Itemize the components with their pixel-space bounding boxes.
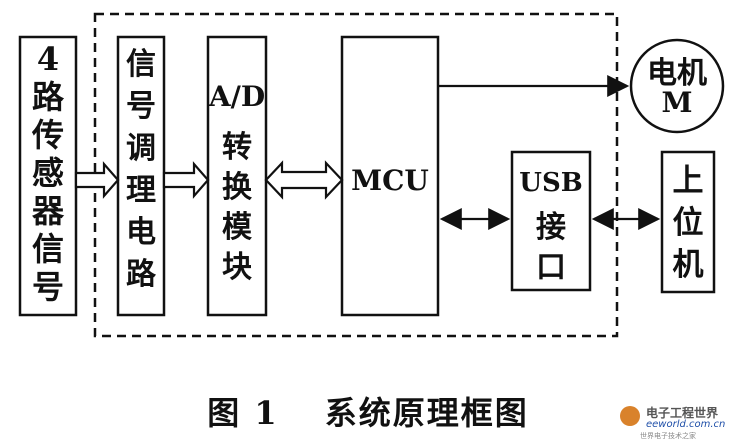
sensor-signal-label: 4 路 传 感 器 信 号 xyxy=(20,40,76,306)
controller-boundary xyxy=(93,12,619,338)
signal-conditioning-label: 信 号 调 理 电 路 xyxy=(118,44,164,296)
usb-label-char: 口 xyxy=(536,250,566,285)
sensor-signal-block xyxy=(18,35,78,317)
sensor-label-char: 传 xyxy=(31,116,64,154)
conditioning-label-char: 电 xyxy=(126,215,156,250)
host-computer-label: 上 位 机 xyxy=(662,160,714,286)
hollow-arrow-sensor-to-conditioning xyxy=(74,161,120,199)
host-label-char: 上 xyxy=(672,163,704,199)
motor-label: 电机 xyxy=(647,56,707,91)
hollow-arrow-conditioning-to-adc xyxy=(162,161,210,199)
conditioning-label-char: 号 xyxy=(126,89,156,124)
sensor-label-char: 4 xyxy=(36,40,60,78)
adc-label-char: 换 xyxy=(222,170,252,205)
conditioning-label-char: 理 xyxy=(126,173,156,208)
mcu-label: MCU xyxy=(351,164,429,197)
sensor-label-char: 器 xyxy=(31,192,64,230)
hollow-biarrow-adc-mcu xyxy=(264,160,344,200)
sensor-label-char: 号 xyxy=(31,268,64,306)
motor-circle xyxy=(629,38,725,134)
motor-symbol: M xyxy=(661,86,693,119)
adc-title: A/D xyxy=(208,80,266,113)
adc-label-char: 转 xyxy=(222,130,252,165)
adc-label-char: 块 xyxy=(222,250,252,285)
usb-interface-block xyxy=(510,150,592,292)
conditioning-label-char: 调 xyxy=(126,131,156,166)
figure-title: 系统原理框图 xyxy=(324,394,529,432)
watermark-url: eeworld.com.cn xyxy=(646,419,726,430)
usb-interface-label: 接 口 xyxy=(512,208,590,288)
figure-caption: 图 1 系统原理框图 xyxy=(0,388,736,434)
adc-module-block xyxy=(206,35,268,317)
watermark-name: 电子工程世界 xyxy=(646,406,719,420)
watermark-tagline: 世界电子技术之家 xyxy=(640,432,696,440)
sensor-label-char: 感 xyxy=(31,154,64,192)
adc-module-label: 转 换 模 块 xyxy=(208,128,266,288)
usb-title: USB xyxy=(519,168,583,198)
sensor-label-char: 路 xyxy=(31,78,64,116)
mcu-block xyxy=(340,35,440,317)
figure-number: 图 1 xyxy=(207,394,279,432)
eeworld-watermark: 电子工程世界 eeworld.com.cn 世界电子技术之家 xyxy=(620,404,728,440)
usb-label-char: 接 xyxy=(536,210,566,245)
conditioning-label-char: 信 xyxy=(126,47,156,82)
host-label-char: 位 xyxy=(672,205,704,241)
eeworld-logo-icon xyxy=(620,406,640,426)
host-label-char: 机 xyxy=(672,247,704,283)
sensor-label-char: 信 xyxy=(31,230,64,268)
conditioning-label-char: 路 xyxy=(126,257,156,292)
host-computer-block xyxy=(660,150,716,294)
adc-label-char: 模 xyxy=(222,210,252,245)
